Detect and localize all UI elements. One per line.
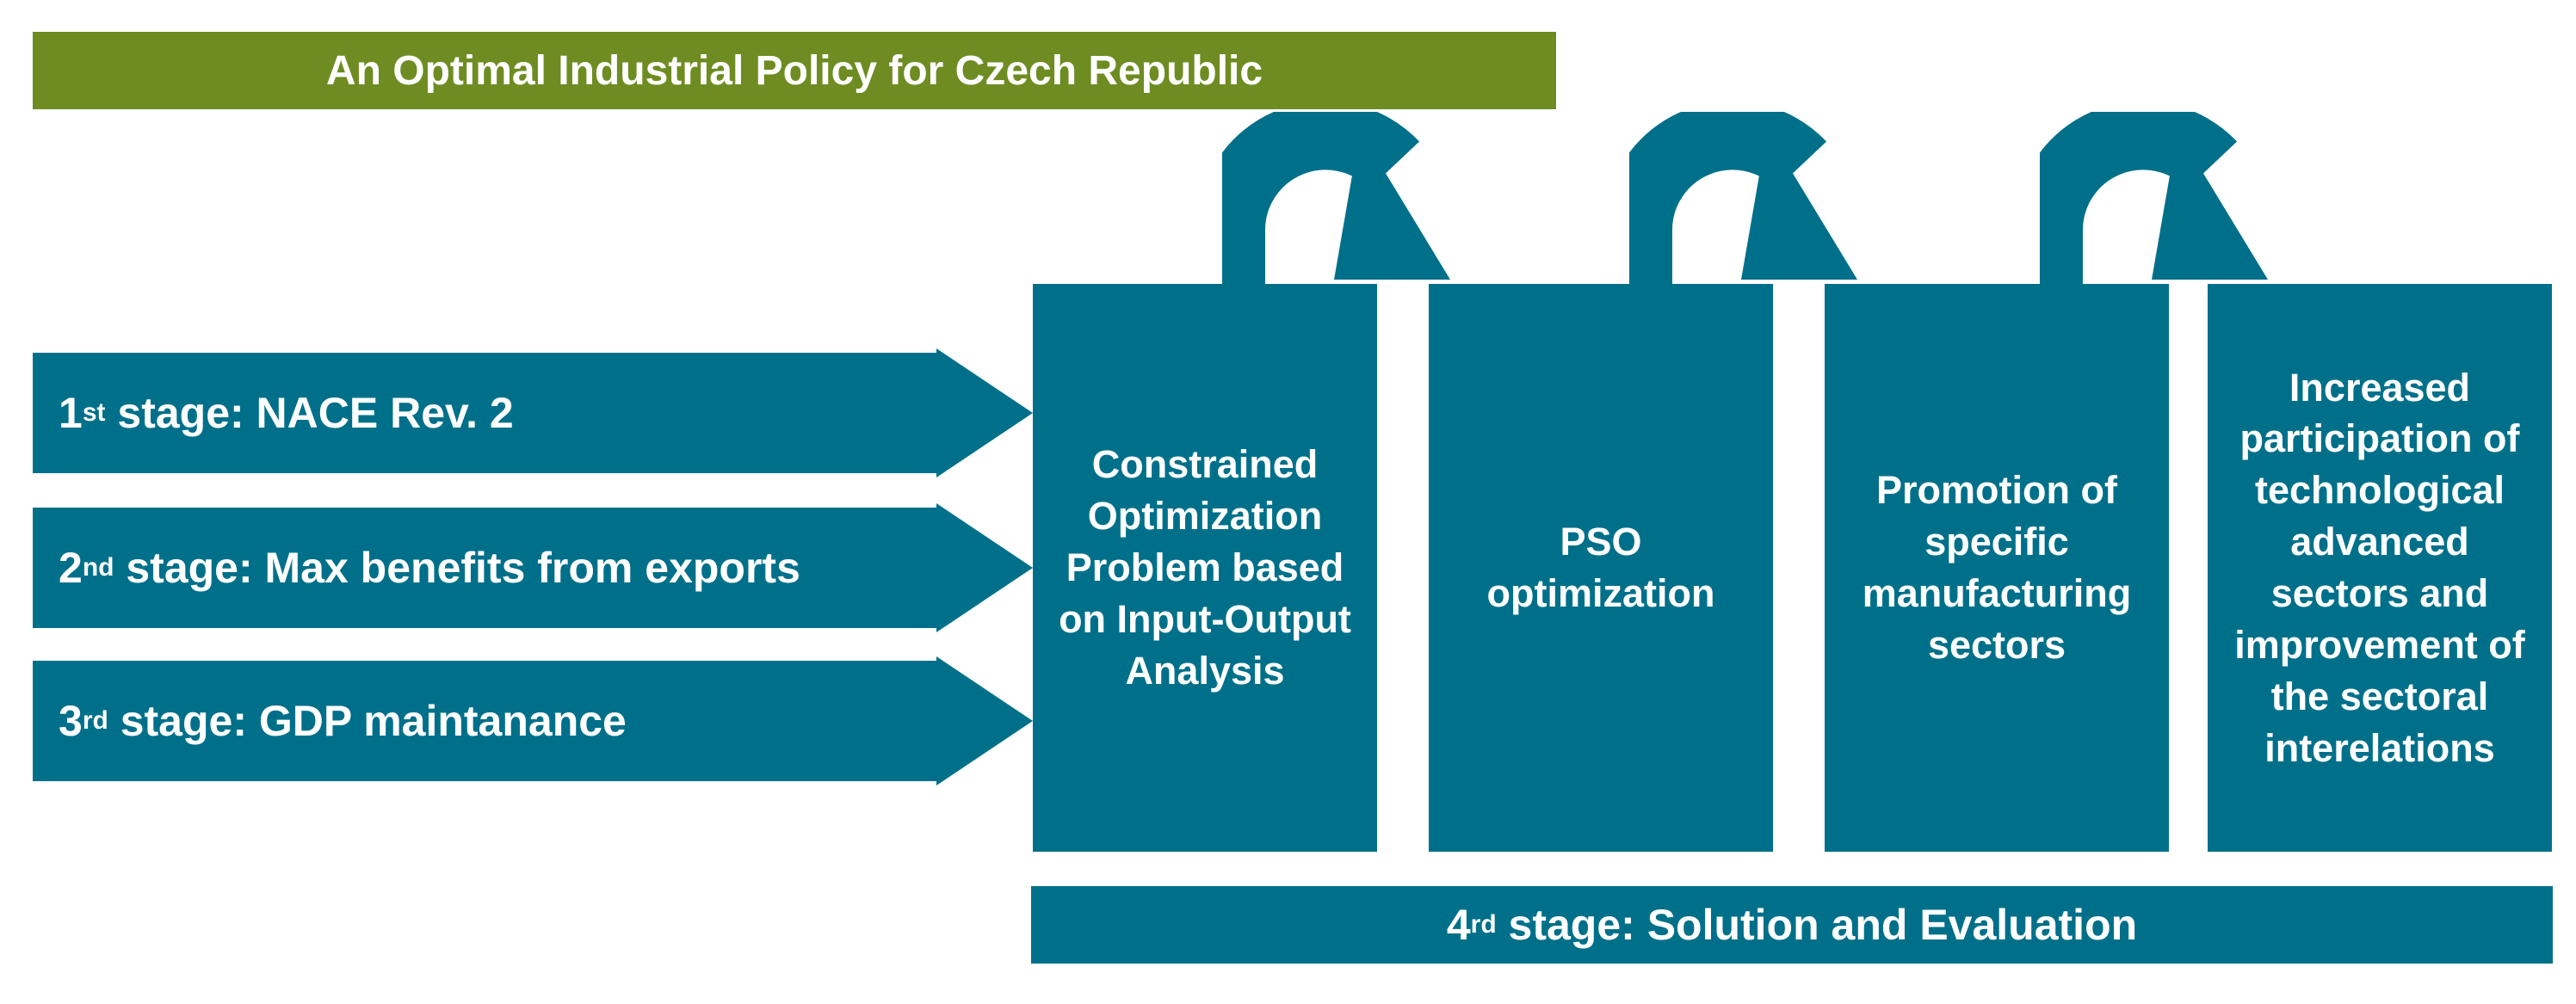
box-1-line: Problem based <box>1066 545 1344 590</box>
loop-arrow-3-icon <box>2040 112 2268 284</box>
process-box-pso-optimization: PSO optimization <box>1429 284 1773 852</box>
box-1-line: Constrained <box>1091 442 1319 487</box>
loop-arrow-2-icon <box>1629 112 1857 284</box>
diagram-title: An Optimal Industrial Policy for Czech R… <box>33 32 1556 109</box>
box-4-line: interelations <box>2264 725 2495 770</box>
loop-arrow-1-icon <box>1222 112 1450 284</box>
box-4-line: technological <box>2254 468 2505 513</box>
process-box-increased-participation: Increased participation of technological… <box>2208 284 2552 852</box>
box-3-text: Promotion of specific manufacturing sect… <box>1863 465 2132 670</box>
box-2-line: optimization <box>1486 571 1715 615</box>
box-3-line: sectors <box>1927 622 2066 667</box>
box-4-line: the sectoral <box>2270 674 2489 718</box>
box-1-line: on Input-Output <box>1059 596 1351 641</box>
stage-3-arrow-icon <box>936 656 1033 785</box>
box-4-text: Increased participation of technological… <box>2234 362 2525 774</box>
stage-2-label: stage: Max benefits from exports <box>114 544 800 592</box>
stage-1-arrow-icon <box>936 348 1033 477</box>
stage-3-number: 3 <box>59 697 83 745</box>
box-4-line: improvement of <box>2234 622 2525 667</box>
box-2-text: PSO optimization <box>1487 516 1715 619</box>
box-3-line: specific <box>1924 520 2069 564</box>
process-box-constrained-optimization: Constrained Optimization Problem based o… <box>1033 284 1377 852</box>
box-4-line: sectors and <box>2270 571 2489 615</box>
box-4-line: Increased <box>2289 365 2471 410</box>
stage-3-label: stage: GDP maintanance <box>108 697 627 745</box>
box-1-text: Constrained Optimization Problem based o… <box>1059 439 1351 696</box>
box-1-line: Optimization <box>1087 494 1323 539</box>
stage-4-label: stage: Solution and Evaluation <box>1496 901 2138 949</box>
stage-1-number: 1 <box>59 389 83 437</box>
box-3-line: Promotion of <box>1876 468 2117 513</box>
stage-2-arrow-icon <box>936 503 1033 632</box>
stage-2-number: 2 <box>59 544 83 592</box>
box-3-line: manufacturing <box>1862 571 2132 615</box>
box-4-line: advanced <box>2290 520 2469 564</box>
box-1-line: Analysis <box>1125 648 1285 693</box>
box-4-line: participation of <box>2239 416 2520 461</box>
box-2-line: PSO <box>1560 520 1642 564</box>
stage-1-label: stage: NACE Rev. 2 <box>105 389 514 437</box>
process-box-promotion: Promotion of specific manufacturing sect… <box>1825 284 2169 852</box>
stage-4-number: 4 <box>1446 901 1471 949</box>
